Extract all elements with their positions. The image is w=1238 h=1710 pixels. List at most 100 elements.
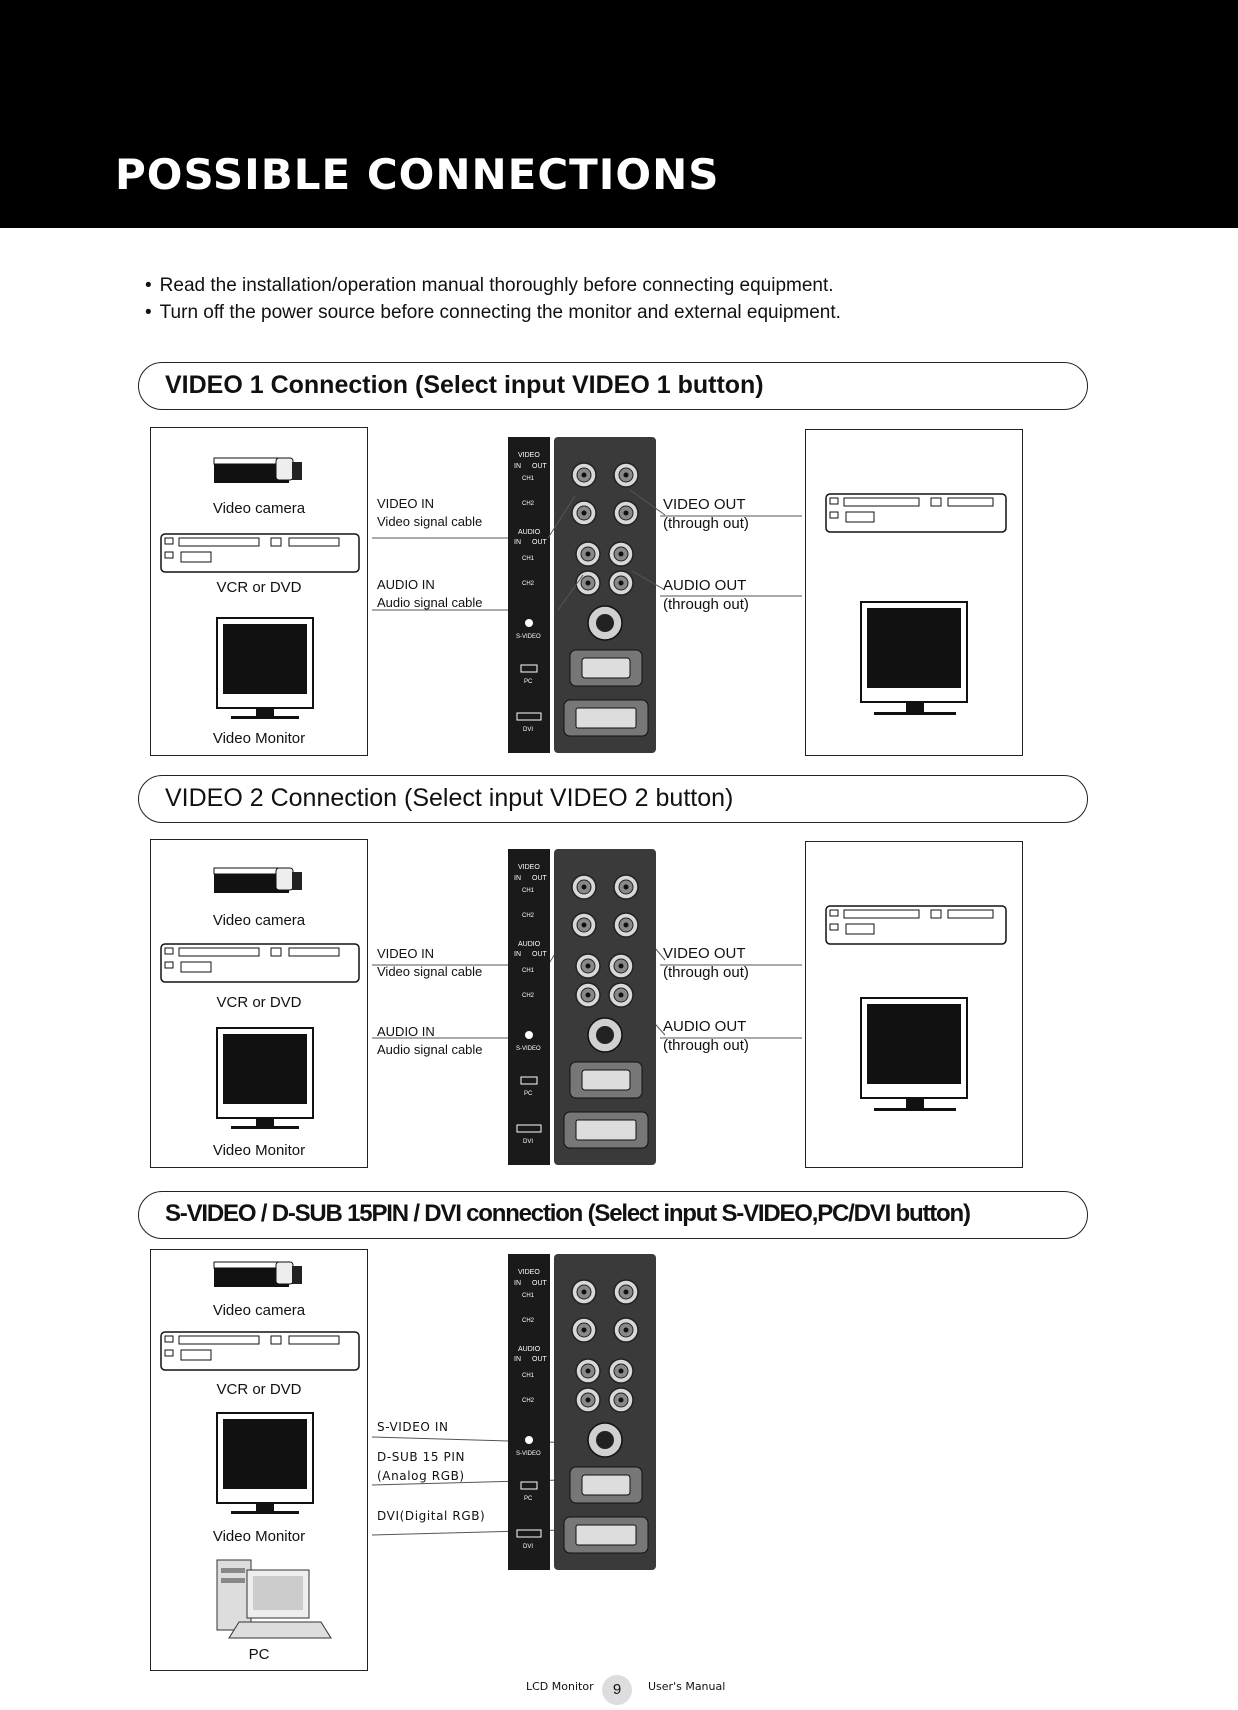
- panel-label-svideo: S-VIDEO: [516, 1046, 541, 1052]
- section-heading-svideo-pc-dvi: S-VIDEO / D-SUB 15PIN / DVI connection (…: [138, 1191, 1088, 1239]
- panel-label-out: OUT: [532, 1280, 548, 1287]
- video-ch2-out-jack-pin: [623, 922, 629, 928]
- page-title: POSSIBLE CONNECTIONS: [115, 150, 720, 199]
- audio-ch1-out-jack-pin: [618, 1368, 624, 1374]
- video-ch1-out-jack-pin: [623, 472, 629, 478]
- label-video-out: VIDEO OUT (through out): [663, 496, 749, 532]
- label-audio-out: AUDIO OUT (through out): [663, 1018, 749, 1054]
- panel-label-in: IN: [514, 539, 521, 546]
- video-monitor-icon: [860, 601, 968, 715]
- panel-label-strip: [508, 437, 550, 753]
- device-label: VCR or DVD: [216, 994, 302, 1011]
- panel-label-in: IN: [514, 951, 521, 958]
- audio-ch1-in-jack-pin: [585, 963, 591, 969]
- cable-label-dvi: DVI(Digital RGB): [377, 1509, 486, 1523]
- svideo-jack-core: [596, 614, 614, 632]
- panel-label-in: IN: [514, 1356, 521, 1363]
- audio-ch2-out-jack-pin: [618, 580, 624, 586]
- panel-label-strip: [508, 1254, 550, 1570]
- device-label: VCR or DVD: [216, 579, 302, 596]
- output-devices-box: [805, 841, 1023, 1168]
- video-monitor-icon: [216, 617, 314, 719]
- panel-label-dvi: DVI: [523, 727, 533, 733]
- panel-label-ch1: CH1: [522, 888, 535, 894]
- device-label: Video camera: [212, 1302, 306, 1319]
- panel-label-in: IN: [514, 463, 521, 470]
- vcr-icon: [825, 493, 1007, 533]
- video-camera-icon: [213, 867, 302, 893]
- audio-ch2-out-jack-pin: [618, 992, 624, 998]
- panel-label-ch1: CH1: [522, 1293, 535, 1299]
- video-ch1-out-jack-pin: [623, 1289, 629, 1295]
- panel-label-pc: PC: [524, 1496, 533, 1502]
- panel-label-ch2: CH2: [522, 501, 535, 507]
- dvi-connector-face: [575, 1524, 637, 1546]
- panel-label-audio: AUDIO: [518, 941, 541, 948]
- video-ch2-out-jack-pin: [623, 1327, 629, 1333]
- source-device-icons: [160, 1261, 360, 1639]
- panel-label-in: IN: [514, 1280, 521, 1287]
- source-device-icons: [160, 457, 360, 719]
- panel-label-video: VIDEO: [518, 864, 540, 871]
- page-header: POSSIBLE CONNECTIONS: [0, 0, 1238, 228]
- label-audio-out: AUDIO OUT (through out): [663, 577, 749, 613]
- audio-ch2-out-jack-pin: [618, 1397, 624, 1403]
- video-ch2-out-jack-pin: [623, 510, 629, 516]
- device-label: Video camera: [212, 500, 306, 517]
- pc-port-icon: [520, 1076, 538, 1085]
- svideo-jack-core: [596, 1026, 614, 1044]
- panel-label-ch1: CH1: [522, 1373, 535, 1379]
- pc-port-icon: [520, 1481, 538, 1490]
- panel-label-ch2: CH2: [522, 1398, 535, 1404]
- video-ch1-in-jack-pin: [581, 1289, 587, 1295]
- video-monitor-icon: [216, 1412, 314, 1514]
- panel-label-ch1: CH1: [522, 968, 535, 974]
- footer-left: LCD Monitor: [526, 1680, 594, 1693]
- panel-label-video: VIDEO: [518, 452, 540, 459]
- video-monitor-icon: [216, 1027, 314, 1129]
- video-ch1-in-jack-pin: [581, 472, 587, 478]
- svideo-marker-icon: [525, 1436, 533, 1444]
- panel-label-ch2: CH2: [522, 913, 535, 919]
- panel-label-audio: AUDIO: [518, 529, 541, 536]
- dsub-15pin-face: [581, 657, 631, 679]
- svideo-jack-core: [596, 1431, 614, 1449]
- device-label: Video camera: [212, 912, 306, 929]
- video-camera-icon: [213, 1261, 302, 1287]
- output-device-icons: [825, 493, 1007, 715]
- panel-label-svideo: S-VIDEO: [516, 1451, 541, 1457]
- device-label: PC: [248, 1646, 270, 1663]
- dsub-15pin-face: [581, 1069, 631, 1091]
- panel-label-ch2: CH2: [522, 1318, 535, 1324]
- page-number: 9: [602, 1675, 632, 1705]
- output-device-icons: [825, 905, 1007, 1111]
- audio-ch1-out-jack-pin: [618, 963, 624, 969]
- cable-label-video-in: VIDEO IN Video signal cable: [377, 496, 483, 529]
- video-monitor-icon: [860, 997, 968, 1111]
- device-label: Video Monitor: [212, 1142, 306, 1159]
- vcr-icon: [160, 533, 360, 573]
- svideo-marker-icon: [525, 619, 533, 627]
- video-ch2-in-jack-pin: [581, 1327, 587, 1333]
- video-ch2-in-jack-pin: [581, 510, 587, 516]
- section-heading-video2: VIDEO 2 Connection (Select input VIDEO 2…: [138, 775, 1088, 823]
- device-label: Video Monitor: [212, 1528, 306, 1545]
- panel-label-ch1: CH1: [522, 476, 535, 482]
- vcr-icon: [825, 905, 1007, 945]
- device-label: VCR or DVD: [216, 1381, 302, 1398]
- dvi-port-icon: [516, 712, 542, 721]
- panel-label-ch1: CH1: [522, 556, 535, 562]
- panel-label-video: VIDEO: [518, 1269, 540, 1276]
- device-label: Video Monitor: [212, 730, 306, 747]
- source-devices-box: Video camera VCR or DVD Video Monitor: [150, 427, 368, 756]
- notes-list: Read the installation/operation manual t…: [145, 272, 841, 326]
- panel-label-out: OUT: [532, 539, 548, 546]
- label-video-out: VIDEO OUT (through out): [663, 945, 749, 981]
- pc-port-icon: [520, 664, 538, 673]
- panel-label-out: OUT: [532, 1356, 548, 1363]
- source-devices-box: Video camera VCR or DVD Video Monitor: [150, 839, 368, 1168]
